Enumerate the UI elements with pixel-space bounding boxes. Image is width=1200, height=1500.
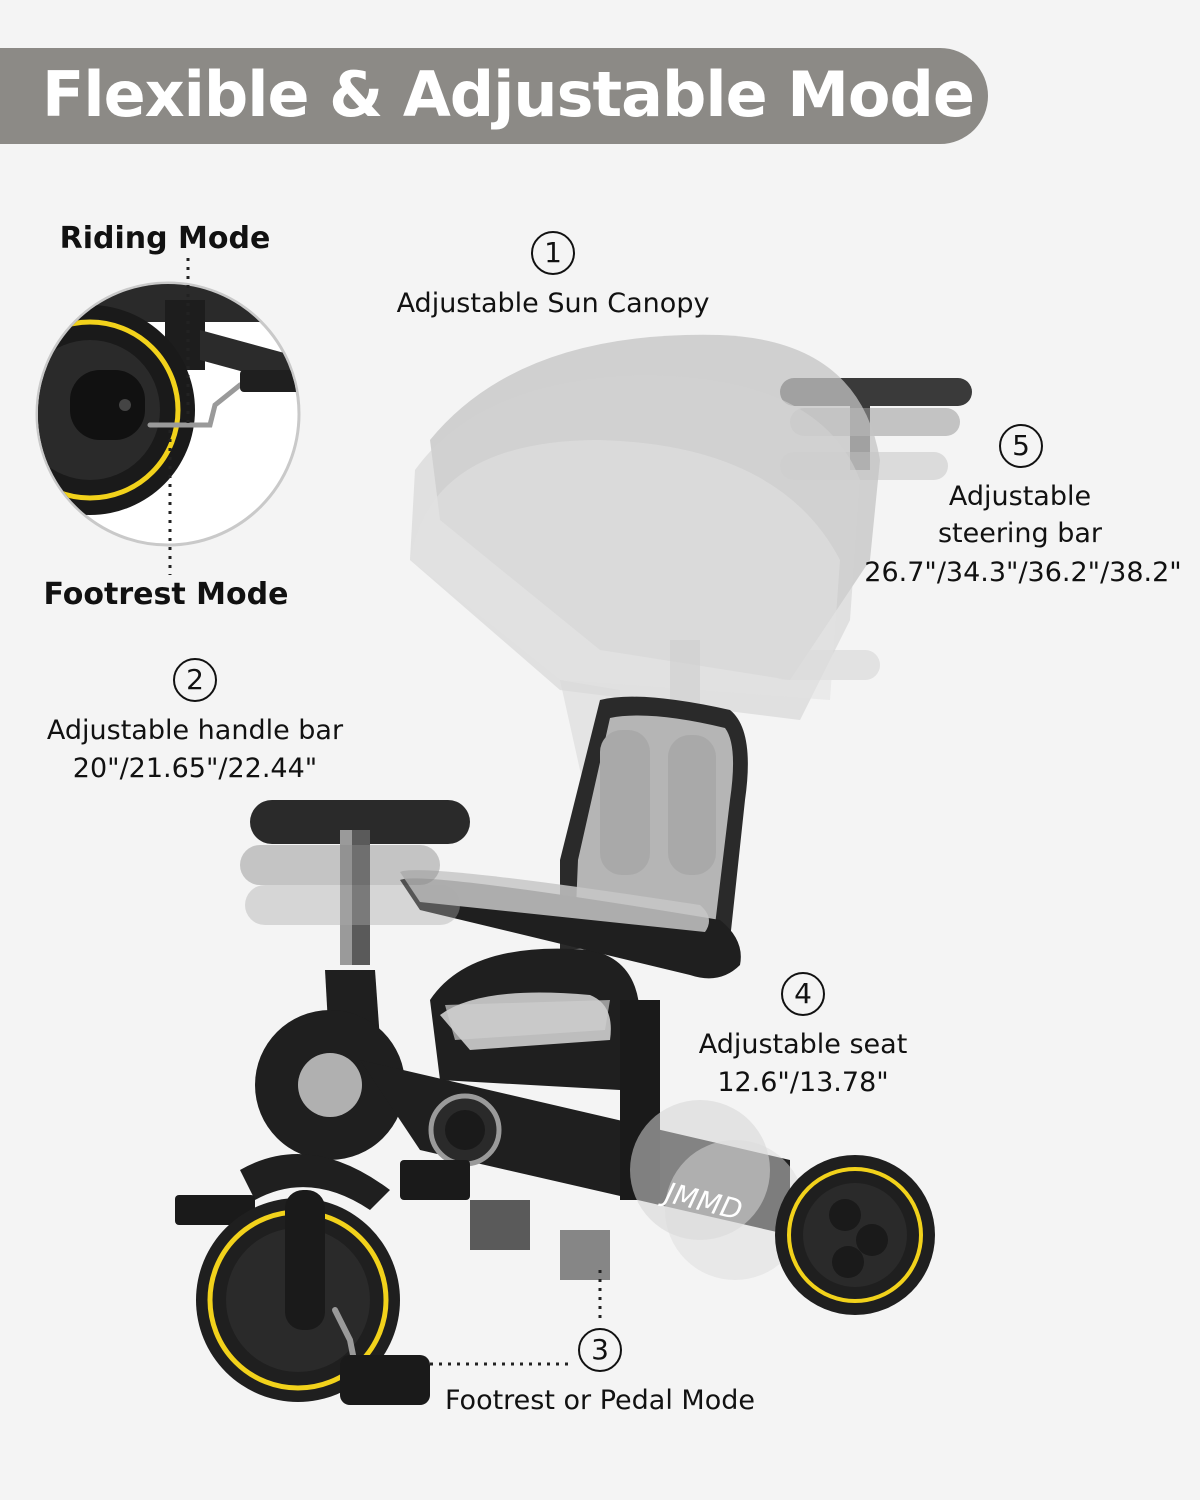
callout-5-title: Adjustable steering bar	[937, 481, 1103, 549]
callout-2-title: Adjustable handle bar	[46, 715, 344, 746]
callout-5-number: 5	[999, 424, 1043, 468]
callout-2-detail: 20"/21.65"/22.44"	[72, 753, 318, 784]
armrest	[400, 870, 741, 979]
callout-1-number: 1	[531, 231, 575, 275]
sun-canopy	[410, 334, 880, 860]
callout-5-detail: 26.7"/34.3"/36.2"/38.2"	[864, 557, 1182, 588]
handle-bar	[240, 800, 470, 965]
footrest-detail-inset	[35, 258, 301, 575]
callout-4-detail: 12.6"/13.78"	[717, 1067, 889, 1098]
callout-3-title: Footrest or Pedal Mode	[444, 1385, 755, 1416]
callout-4-title: Adjustable seat	[698, 1029, 908, 1060]
callout-4-number: 4	[781, 972, 825, 1016]
seat	[430, 696, 748, 1090]
callout-1-title: Adjustable Sun Canopy	[396, 288, 710, 319]
front-wheel	[175, 1154, 470, 1405]
footrest-mode-label: Footrest Mode	[43, 577, 289, 612]
riding-mode-label: Riding Mode	[59, 221, 271, 256]
rear-wheel-positions	[630, 1100, 805, 1280]
callout-3-number: 3	[578, 1328, 622, 1372]
rear-wheel	[775, 1155, 935, 1315]
callout-2-number: 2	[173, 658, 217, 702]
footrest	[470, 1200, 610, 1280]
page-title: Flexible & Adjustable Mode	[42, 58, 975, 131]
title-banner: Flexible & Adjustable Mode	[0, 48, 988, 144]
